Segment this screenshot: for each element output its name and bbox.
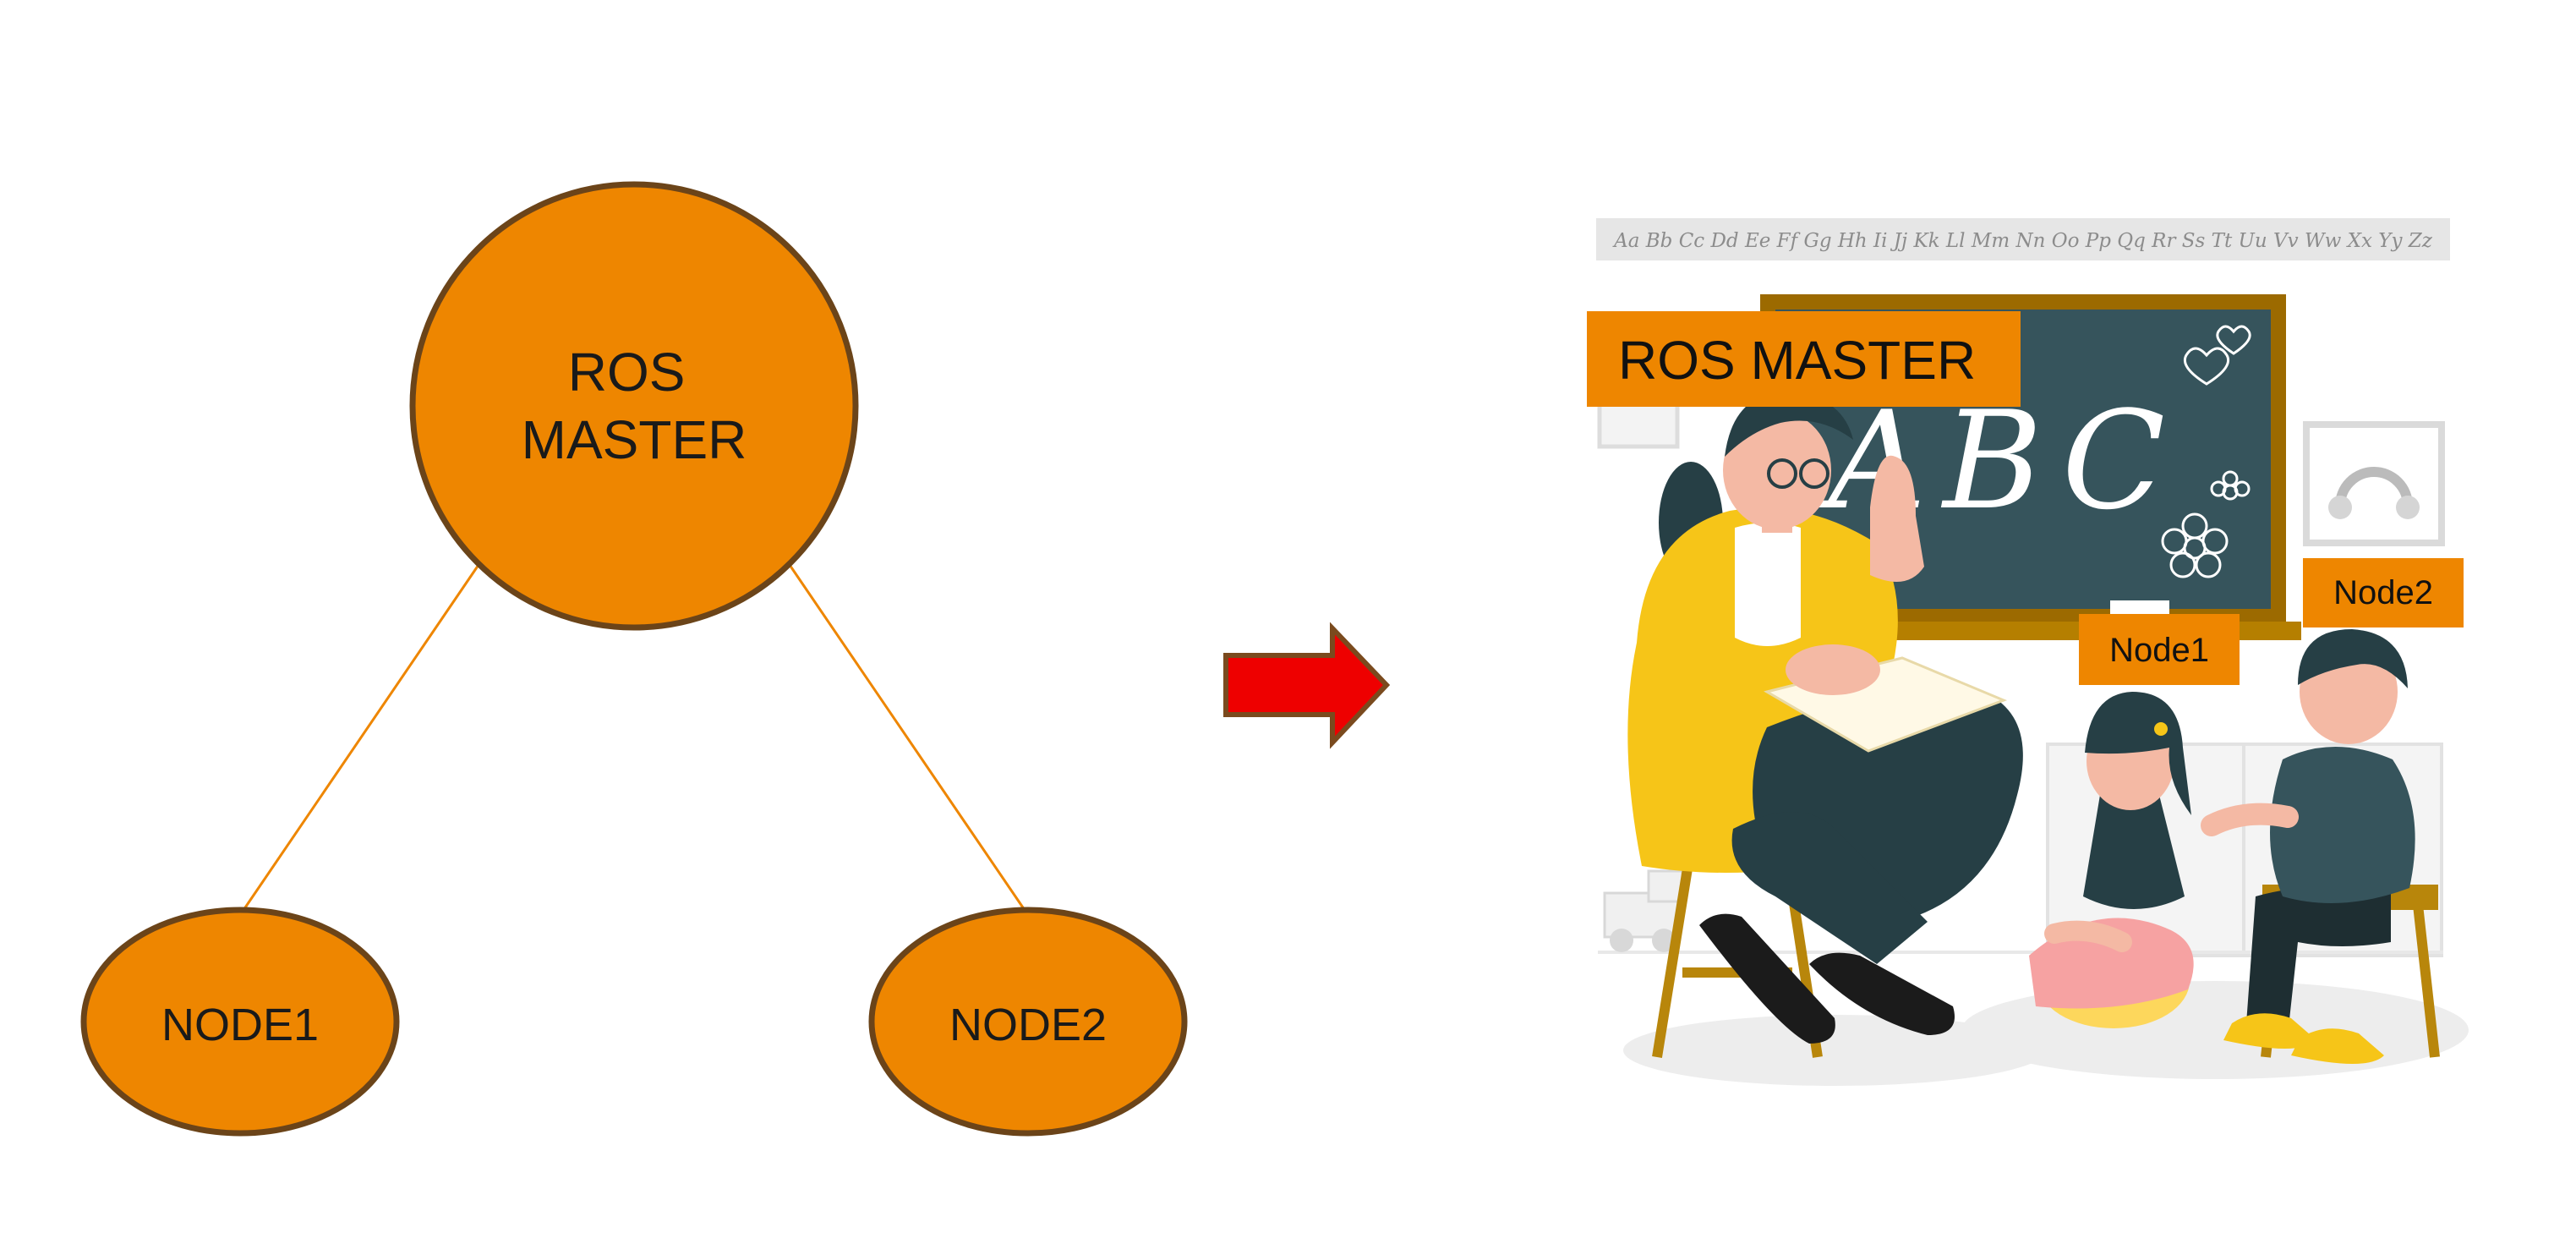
node2-tag: Node2 bbox=[2303, 558, 2464, 627]
connector-master-node1 bbox=[238, 564, 480, 916]
connector-master-node2 bbox=[788, 564, 1030, 916]
hair-clip-icon bbox=[2154, 722, 2168, 736]
ros-master-tag: ROS MASTER bbox=[1587, 311, 2021, 407]
cloud-right-icon bbox=[2396, 496, 2420, 519]
node1-tag: Node1 bbox=[2079, 614, 2240, 685]
ros-master-tag-label: ROS MASTER bbox=[1618, 330, 1976, 391]
sneaker-icon bbox=[2223, 1013, 2316, 1049]
node2-tag-label: Node2 bbox=[2333, 574, 2433, 611]
node2-label: NODE2 bbox=[949, 1000, 1107, 1050]
heart-doodle-icon bbox=[2184, 325, 2251, 386]
alphabet-strip bbox=[1596, 218, 2450, 260]
teacher-figure bbox=[1627, 392, 2023, 1044]
small-flower-doodle-icon bbox=[2210, 470, 2251, 501]
glasses-icon bbox=[1767, 458, 1797, 489]
ros-master-label-line2: MASTER bbox=[522, 409, 747, 470]
svg-text:ROS MASTER: ROS MASTER bbox=[522, 342, 747, 470]
node1-ellipse bbox=[80, 907, 400, 1137]
cloud-left-icon bbox=[2328, 496, 2352, 519]
rainbow-icon bbox=[2335, 467, 2413, 507]
boy-figure bbox=[2201, 629, 2415, 1064]
toy-truck-icon bbox=[1603, 869, 1684, 952]
node1-tag-label: Node1 bbox=[2109, 632, 2209, 669]
girl-figure bbox=[2029, 692, 2194, 1028]
flower-doodle-icon bbox=[2161, 512, 2229, 578]
classroom-illustration: Aa Bb Cc Dd Ee Ff Gg Hh Ii Jj Kk Ll Mm N… bbox=[1587, 218, 2469, 1086]
alphabet-strip-text: Aa Bb Cc Dd Ee Ff Gg Hh Ii Jj Kk Ll Mm N… bbox=[1612, 230, 2433, 252]
wall-frame-right bbox=[2303, 421, 2445, 546]
ros-master-circle bbox=[409, 181, 859, 631]
node1-label: NODE1 bbox=[161, 1000, 319, 1050]
right-arrow-icon bbox=[1223, 622, 1391, 749]
ros-master-label-line1: ROS bbox=[568, 342, 686, 403]
ros-tree-diagram: ROS MASTER NODE1 NODE2 bbox=[80, 181, 1188, 1137]
chalk-piece bbox=[2110, 600, 2169, 614]
node2-ellipse bbox=[868, 907, 1188, 1137]
